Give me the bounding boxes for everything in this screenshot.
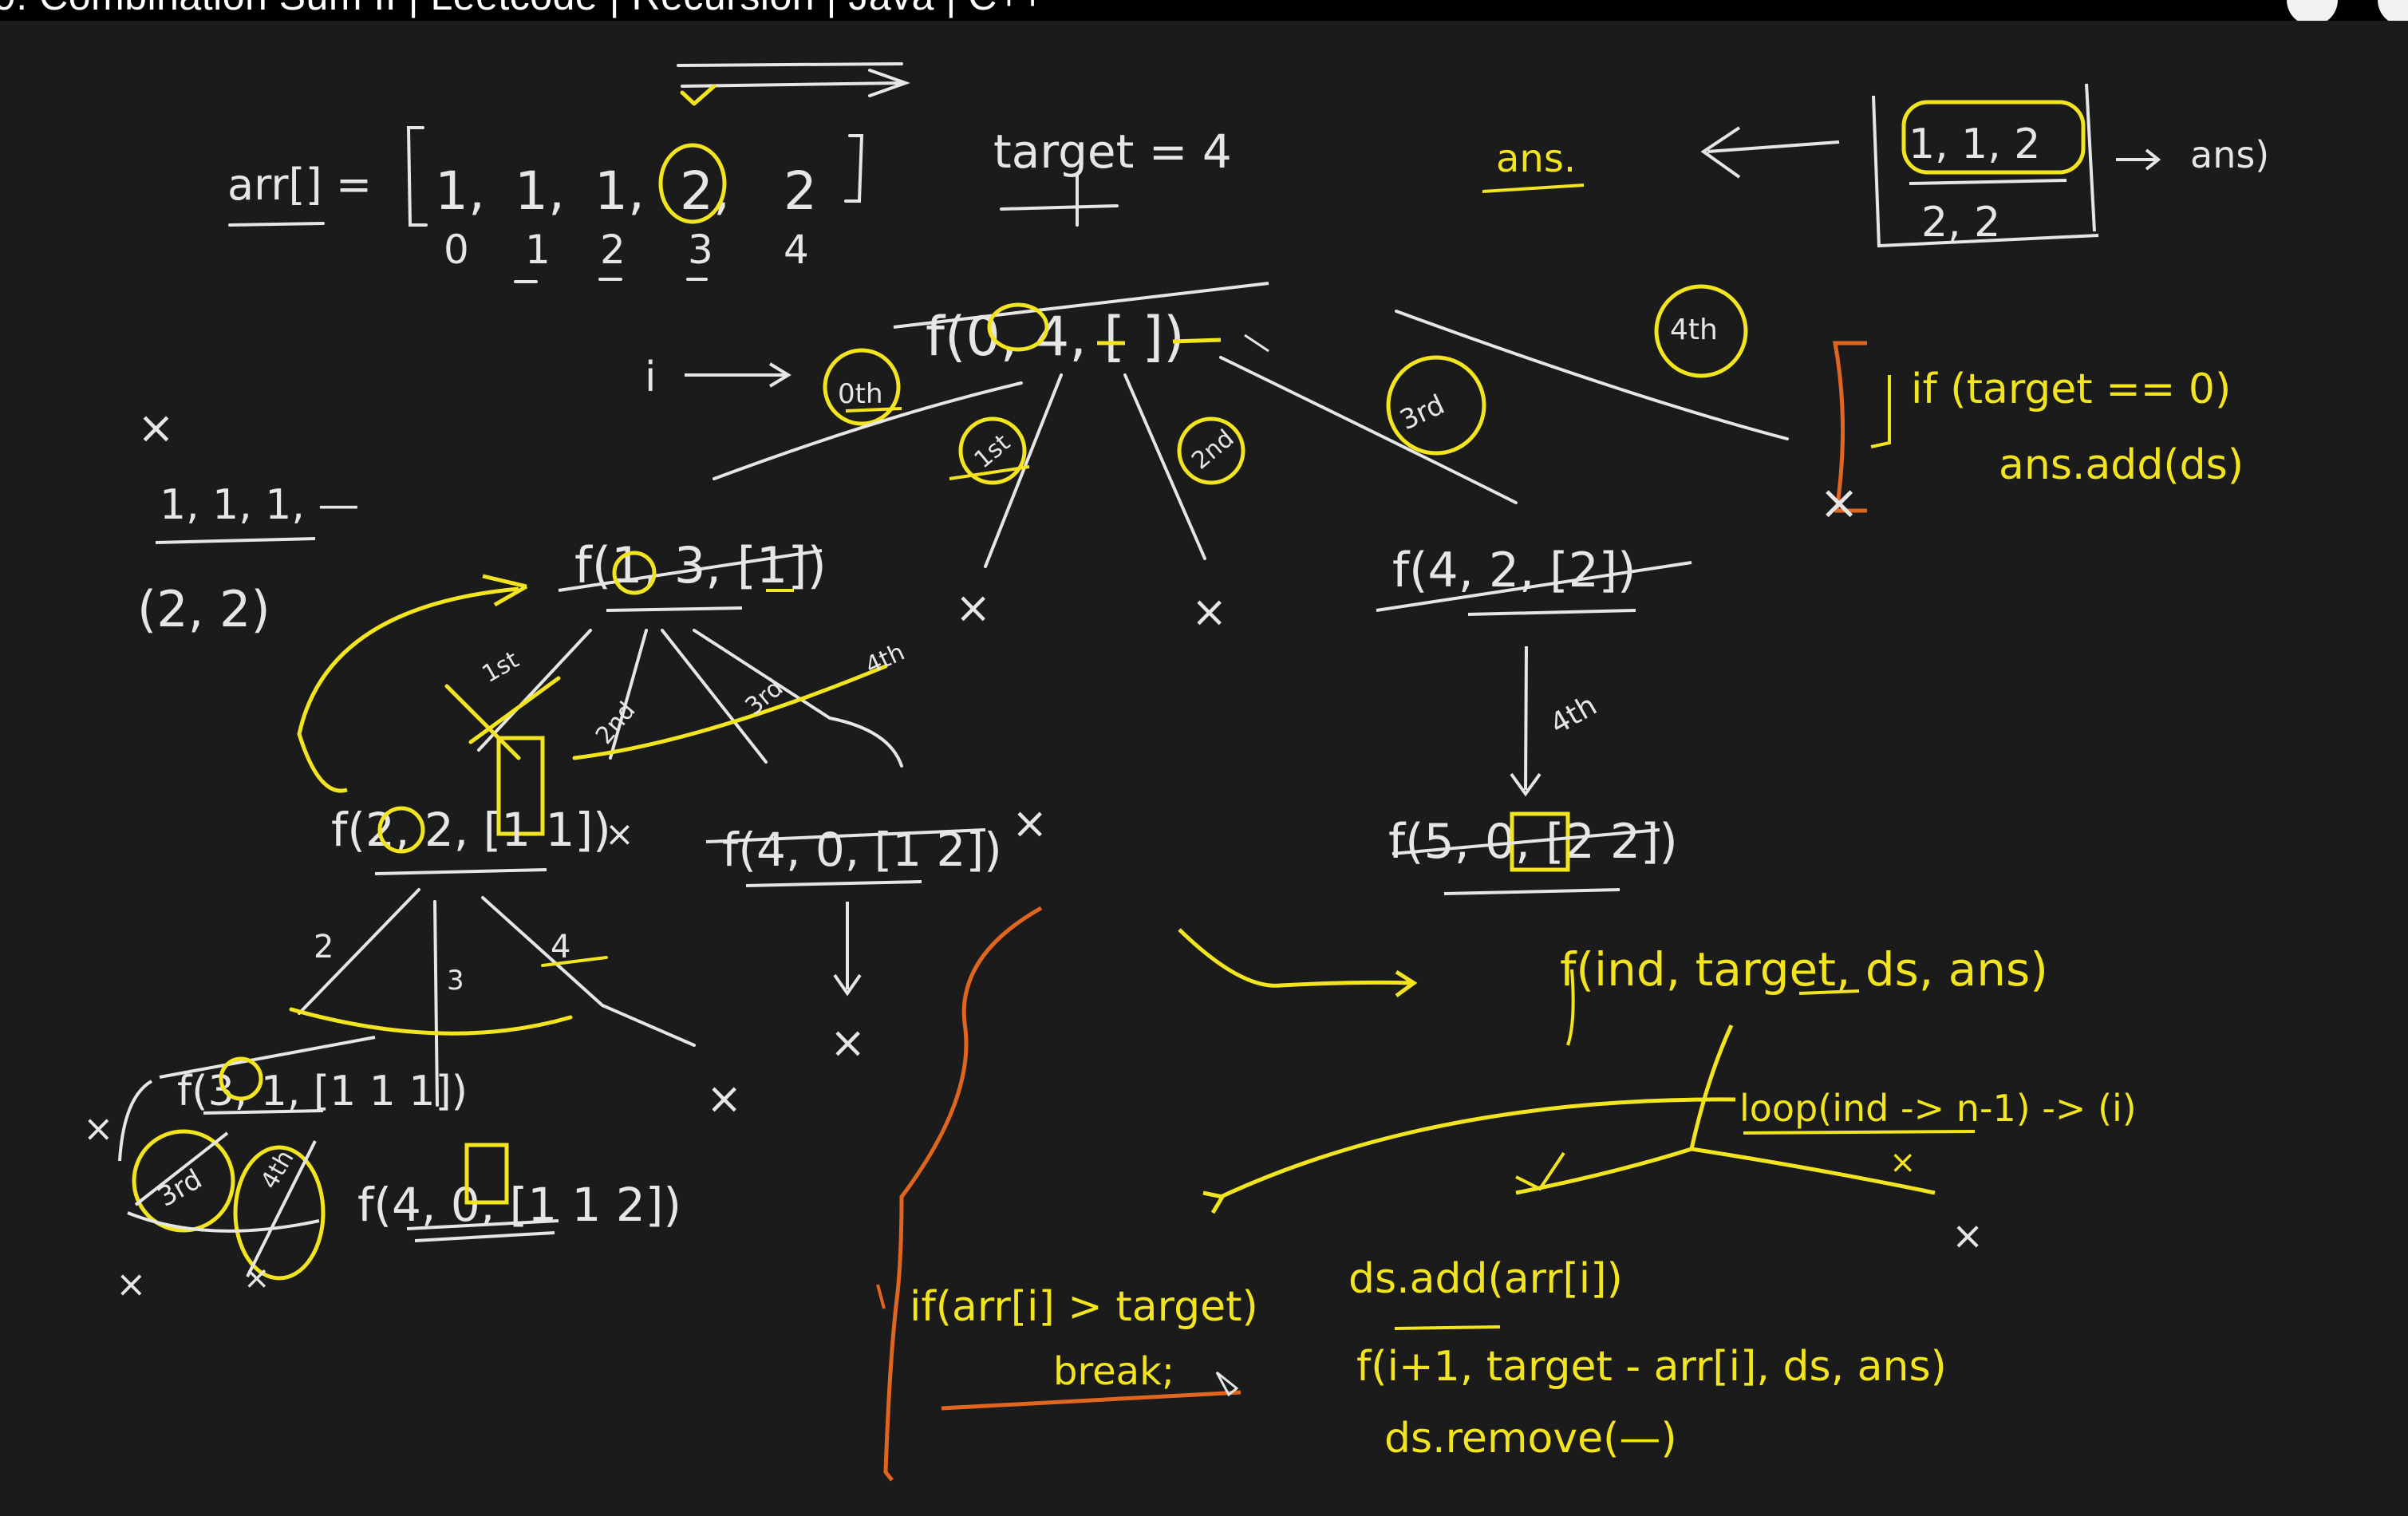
x-mark-3: ×	[605, 814, 634, 855]
answer-tag: ans)	[2190, 133, 2269, 176]
tree-left-left: f(2, 2, [1 1]) ×	[331, 736, 634, 875]
answer-combo-2: 2, 2	[1921, 199, 2000, 247]
x-mark-1: ×	[955, 582, 991, 633]
target-label: target = 4	[993, 124, 1232, 179]
share-icon[interactable]	[2378, 0, 2408, 21]
ans-label: ans.	[1496, 136, 1576, 181]
pseudo-signature: f(ind, target, ds, ans)	[1560, 942, 2048, 997]
ll-edges: 2 3 4 ×	[289, 888, 742, 1123]
x-mark-2: ×	[1191, 586, 1227, 637]
left-edge-label-1: 1st	[478, 645, 524, 689]
notes-pair: (2, 2)	[137, 580, 270, 638]
notes-sequence: 1, 1, 1, —	[160, 481, 359, 529]
arr-value-0: 1,	[435, 160, 485, 222]
arr-index-0: 0	[444, 227, 469, 273]
notes-x: ×	[137, 402, 175, 454]
answer-area: ans. 1, 1, 2 2, 2 ans)	[1482, 83, 2269, 248]
whiteboard: arr[] = 1, 1, 1, 2, 2 0 1 2 3 4 target =…	[0, 21, 2408, 1513]
arr-label: arr[] =	[227, 160, 372, 210]
left-notes: × 1, 1, 1, — (2, 2) i	[137, 353, 791, 638]
root-edge-label-3: 3rd	[1395, 389, 1449, 436]
video-title-bar: 9. Combination Sum II | Leetcode | Recur…	[0, 0, 2408, 21]
ll-edge-label-3: 4	[551, 929, 570, 965]
root-edge-labels: 1st 2nd 3rd 4th × ×	[949, 284, 1748, 637]
ll-call: f(2, 2, [1 1])	[331, 803, 611, 857]
base-case-line-2: ans.add(ds)	[1999, 441, 2244, 489]
root-edges	[713, 310, 1789, 568]
array-definition: arr[] = 1, 1, 1, 2, 2 0 1 2 3 4 target =…	[227, 124, 1232, 273]
notes-i: i	[645, 353, 656, 401]
pseudo-x-mark-2: ×	[1952, 1214, 1984, 1258]
tree-root: f(0, 4, [ ]) 0th	[823, 282, 1269, 426]
video-title: 9. Combination Sum II | Leetcode | Recur…	[0, 0, 1044, 19]
pseudocode: f(ind, target, ds, ans) loop(ind -> n-1)…	[876, 906, 2137, 1482]
root-edge-label-1: 1st	[969, 428, 1016, 474]
tree-left-middle: f(4, 0, [1 2]) × ×	[705, 798, 1048, 1068]
pseudo-remove: ds.remove(—)	[1384, 1415, 1677, 1463]
info-icon[interactable]	[2287, 0, 2338, 21]
arr-index-4: 4	[784, 227, 809, 273]
arr-value-2: 1,	[594, 160, 645, 222]
array-strokes	[228, 62, 1119, 283]
x-mark-9: ×	[243, 1260, 270, 1297]
tree-right: f(4, 2, [2]) 4th f(5, 0, [2 2])	[1376, 543, 1692, 895]
arr-index-3: 3	[688, 227, 713, 273]
arr-value-1: 1,	[515, 160, 565, 222]
base-case-x: ×	[1819, 475, 1859, 531]
x-mark-5: ×	[830, 1017, 866, 1068]
pseudo-add: ds.add(arr[i])	[1348, 1255, 1623, 1303]
right-edge-label: 4th	[1545, 689, 1602, 741]
pseudo-call: f(i+1, target - arr[i], ds, ans)	[1356, 1343, 1947, 1391]
tree-left: f(1, 3, [1])	[297, 536, 827, 793]
root-call: f(0, 4, [ ])	[926, 306, 1185, 369]
root-edge-label-4: 4th	[1670, 314, 1718, 346]
x-mark-4: ×	[1012, 798, 1048, 848]
array-highlights	[658, 84, 727, 224]
base-case: if (target == 0) ans.add(ds) ×	[1819, 341, 2244, 531]
ll-edge-label-2: 3	[447, 965, 464, 997]
answer-combo-1: 1, 1, 2	[1909, 120, 2040, 168]
left-edges: 1st 2nd 3rd 4th	[444, 629, 909, 768]
arr-index-1: 1	[525, 227, 551, 273]
arr-index-2: 2	[600, 227, 626, 273]
left-edge-label-3: 3rd	[740, 674, 789, 721]
pseudo-loop: loop(ind -> n-1) -> (i)	[1739, 1087, 2137, 1130]
pseudo-break: break;	[1053, 1349, 1174, 1394]
x-mark-7: ×	[83, 1107, 114, 1150]
x-mark-6: ×	[706, 1073, 742, 1123]
base-case-line-1: if (target == 0)	[1911, 365, 2231, 413]
pseudo-x-mark: ×	[1889, 1144, 1917, 1181]
root-edge-label-2: 2nd	[1186, 424, 1239, 476]
tree-lll: f(3, 1, [1 1 1]) 3rd 4th × × ×	[83, 1036, 468, 1305]
left-edge-label-2: 2nd	[590, 697, 641, 749]
left-call: f(1, 3, [1])	[574, 536, 827, 594]
tree-llm: f(4, 0, [1 1 2])	[357, 1143, 681, 1242]
pseudo-cond: if(arr[i] > target)	[910, 1283, 1258, 1331]
x-mark-8: ×	[116, 1262, 147, 1305]
root-order-label: 0th	[838, 378, 883, 410]
ll-edge-label-1: 2	[314, 929, 334, 965]
arr-value-4: 2	[784, 160, 817, 222]
